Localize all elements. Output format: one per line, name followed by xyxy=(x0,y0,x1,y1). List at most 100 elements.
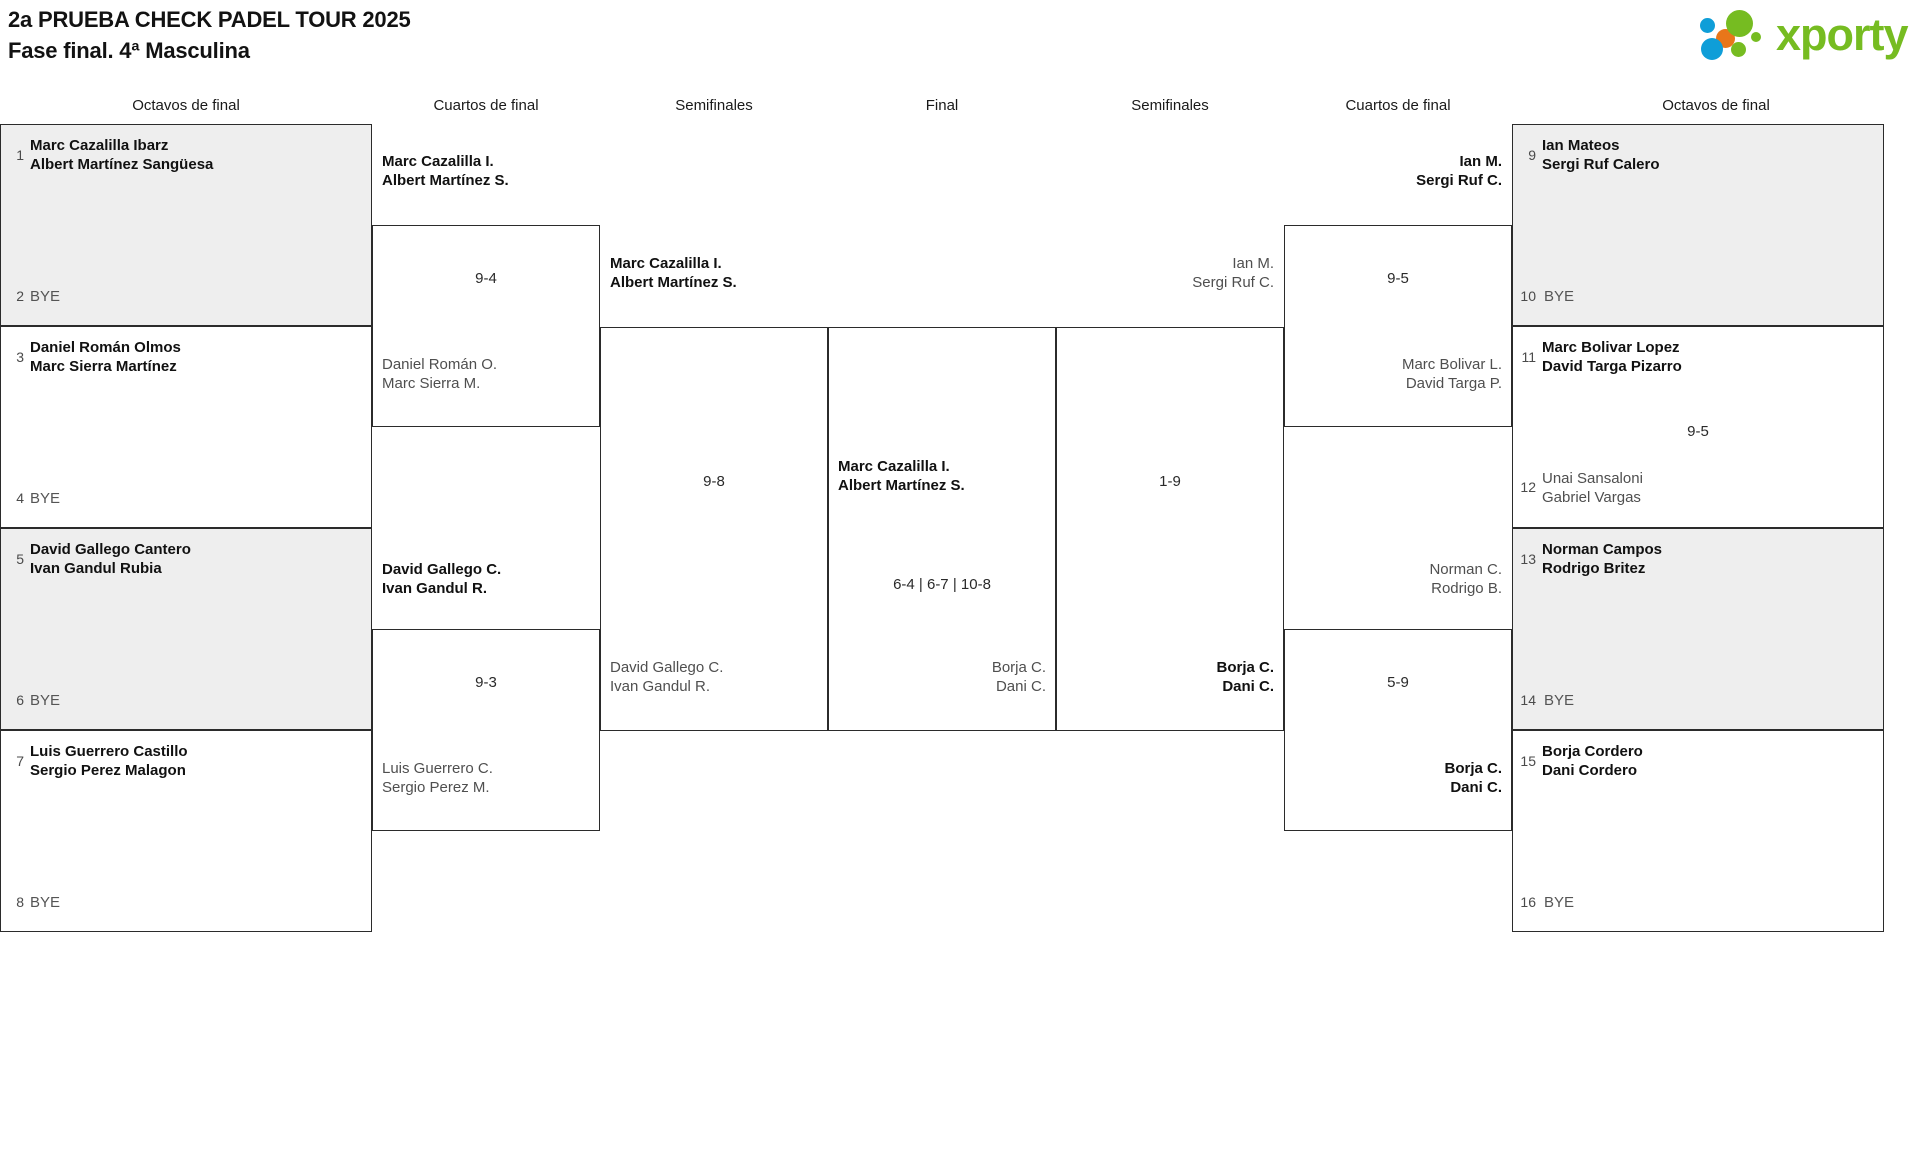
left-qf-connector-1 xyxy=(372,225,600,427)
player-line-2: Dani C. xyxy=(1222,678,1274,695)
round-header-right-qf: Cuartos de final xyxy=(1345,97,1451,114)
player-line-2: Rodrigo Britez xyxy=(1542,560,1646,577)
right-qf-team-1-bottom: Marc Bolivar L. David Targa P. xyxy=(1302,355,1502,393)
right-r16-match-1[interactable] xyxy=(1512,124,1884,326)
round-header-right-sf: Semifinales xyxy=(1131,97,1209,114)
right-r16-score-1: 9-5 xyxy=(1687,423,1709,440)
seed-number: 11 xyxy=(1521,349,1536,365)
left-r16-team-4: BYE xyxy=(30,490,61,507)
left-qf-connector-2 xyxy=(372,629,600,831)
player-line-2: Gabriel Vargas xyxy=(1542,489,1641,506)
final-team-left: Marc Cazalilla I. Albert Martínez S. xyxy=(838,457,965,495)
player-line-2: Ivan Gandul Rubia xyxy=(30,560,162,577)
player-line-2: Sergi Ruf C. xyxy=(1192,274,1274,291)
player-line-2: Sergi Ruf C. xyxy=(1416,172,1502,189)
right-sf-team-bottom: Borja C. Dani C. xyxy=(1074,658,1274,696)
final-connector xyxy=(828,327,1056,731)
left-qf-team-1-bottom: Daniel Román O. Marc Sierra M. xyxy=(382,355,497,393)
tournament-subtitle: Fase final. 4ª Masculina xyxy=(8,38,250,63)
player-line-1: Borja Cordero xyxy=(1542,743,1643,760)
right-qf-team-2-top: Norman C. Rodrigo B. xyxy=(1302,560,1502,598)
right-r16-team-11: Marc Bolivar Lopez David Targa Pizarro xyxy=(1542,338,1682,376)
left-sf-team-top: Marc Cazalilla I. Albert Martínez S. xyxy=(610,254,737,292)
seed-number: 14 xyxy=(1520,692,1536,708)
xporty-logo[interactable]: xporty xyxy=(1700,8,1912,64)
seed-number: 8 xyxy=(16,894,24,910)
player-line-2: Dani C. xyxy=(1450,779,1502,796)
right-r16-team-9: Ian Mateos Sergi Ruf Calero xyxy=(1542,136,1660,174)
player-line-2: Sergio Perez M. xyxy=(382,779,490,796)
right-r16-team-14: BYE xyxy=(1544,692,1575,709)
player-line-2: Albert Martínez S. xyxy=(838,477,965,494)
player-line-2: David Targa Pizarro xyxy=(1542,358,1682,375)
right-r16-team-13: Norman Campos Rodrigo Britez xyxy=(1542,540,1662,578)
right-qf-score-2: 5-9 xyxy=(1387,674,1409,691)
seed-number: 9 xyxy=(1528,147,1536,163)
left-r16-team-8: BYE xyxy=(30,894,61,911)
seed-number: 3 xyxy=(16,349,24,365)
player-line-2: Albert Martínez S. xyxy=(610,274,737,291)
right-r16-team-15: Borja Cordero Dani Cordero xyxy=(1542,742,1643,780)
player-line-1: Norman Campos xyxy=(1542,541,1663,558)
right-r16-team-12: Unai Sansaloni Gabriel Vargas xyxy=(1542,469,1643,507)
player-line-2: Ivan Gandul R. xyxy=(610,678,711,695)
player-line-1: Marc Cazalilla I. xyxy=(610,255,722,272)
player-line-1: David Gallego C. xyxy=(382,561,502,578)
right-sf-team-top: Ian M. Sergi Ruf C. xyxy=(1074,254,1274,292)
logo-dots-icon xyxy=(1700,10,1774,62)
player-line-1: Ian M. xyxy=(1232,255,1274,272)
right-r16-match-4[interactable] xyxy=(1512,730,1884,932)
player-line-1: Ian M. xyxy=(1459,153,1502,170)
left-r16-team-2: BYE xyxy=(30,288,61,305)
page-title: 2a PRUEBA CHECK PADEL TOUR 2025 Fase fin… xyxy=(8,4,411,66)
seed-number: 4 xyxy=(16,490,24,506)
seed-number: 12 xyxy=(1520,479,1536,495)
player-line-2: Marc Sierra Martínez xyxy=(30,358,177,375)
left-qf-score-2: 9-3 xyxy=(475,674,497,691)
right-sf-score: 1-9 xyxy=(1159,473,1181,490)
left-qf-team-1-top: Marc Cazalilla I. Albert Martínez S. xyxy=(382,152,509,190)
logo-dot-blue-large xyxy=(1701,38,1723,60)
seed-number: 15 xyxy=(1520,753,1536,769)
right-qf-team-2-bottom: Borja C. Dani C. xyxy=(1302,759,1502,797)
player-line-1: Norman C. xyxy=(1429,561,1502,578)
logo-dot-green-small xyxy=(1731,42,1746,57)
left-r16-team-3: Daniel Román Olmos Marc Sierra Martínez xyxy=(30,338,181,376)
player-line-1: Daniel Román Olmos xyxy=(30,339,181,356)
seed-number: 6 xyxy=(16,692,24,708)
seed-number: 13 xyxy=(1520,551,1536,567)
player-line-1: Ian Mateos xyxy=(1542,137,1620,154)
right-r16-team-10: BYE xyxy=(1544,288,1575,305)
player-line-1: Borja C. xyxy=(1444,760,1502,777)
player-line-2: Marc Sierra M. xyxy=(382,375,481,392)
final-team-right: Borja C. Dani C. xyxy=(846,658,1046,696)
player-line-1: Luis Guerrero Castillo xyxy=(30,743,188,760)
right-r16-match-3[interactable] xyxy=(1512,528,1884,730)
left-qf-team-2-bottom: Luis Guerrero C. Sergio Perez M. xyxy=(382,759,493,797)
left-r16-match-2[interactable] xyxy=(0,326,372,528)
player-line-1: Marc Cazalilla I. xyxy=(838,458,950,475)
player-line-2: Ivan Gandul R. xyxy=(382,580,488,597)
left-r16-match-3[interactable] xyxy=(0,528,372,730)
player-line-2: Albert Martínez Sangüesa xyxy=(30,156,214,173)
left-r16-match-1[interactable] xyxy=(0,124,372,326)
left-r16-match-4[interactable] xyxy=(0,730,372,932)
right-qf-connector-1 xyxy=(1284,225,1512,427)
player-line-2: Sergi Ruf Calero xyxy=(1542,156,1660,173)
final-score: 6-4 | 6-7 | 10-8 xyxy=(893,576,991,593)
seed-number: 2 xyxy=(16,288,24,304)
right-r16-match-2[interactable] xyxy=(1512,326,1884,528)
left-r16-team-6: BYE xyxy=(30,692,61,709)
logo-dot-blue-small xyxy=(1700,18,1715,33)
right-r16-team-16: BYE xyxy=(1544,894,1575,911)
player-line-1: Daniel Román O. xyxy=(382,356,498,373)
round-header-right-r16: Octavos de final xyxy=(1662,97,1770,114)
player-line-1: Borja C. xyxy=(991,659,1046,676)
seed-number: 1 xyxy=(16,147,24,163)
round-header-left-qf: Cuartos de final xyxy=(433,97,539,114)
player-line-1: Luis Guerrero C. xyxy=(382,760,493,777)
left-sf-team-bottom: David Gallego C. Ivan Gandul R. xyxy=(610,658,723,696)
player-line-1: Marc Bolivar Lopez xyxy=(1542,339,1680,356)
right-qf-score-1: 9-5 xyxy=(1387,270,1409,287)
